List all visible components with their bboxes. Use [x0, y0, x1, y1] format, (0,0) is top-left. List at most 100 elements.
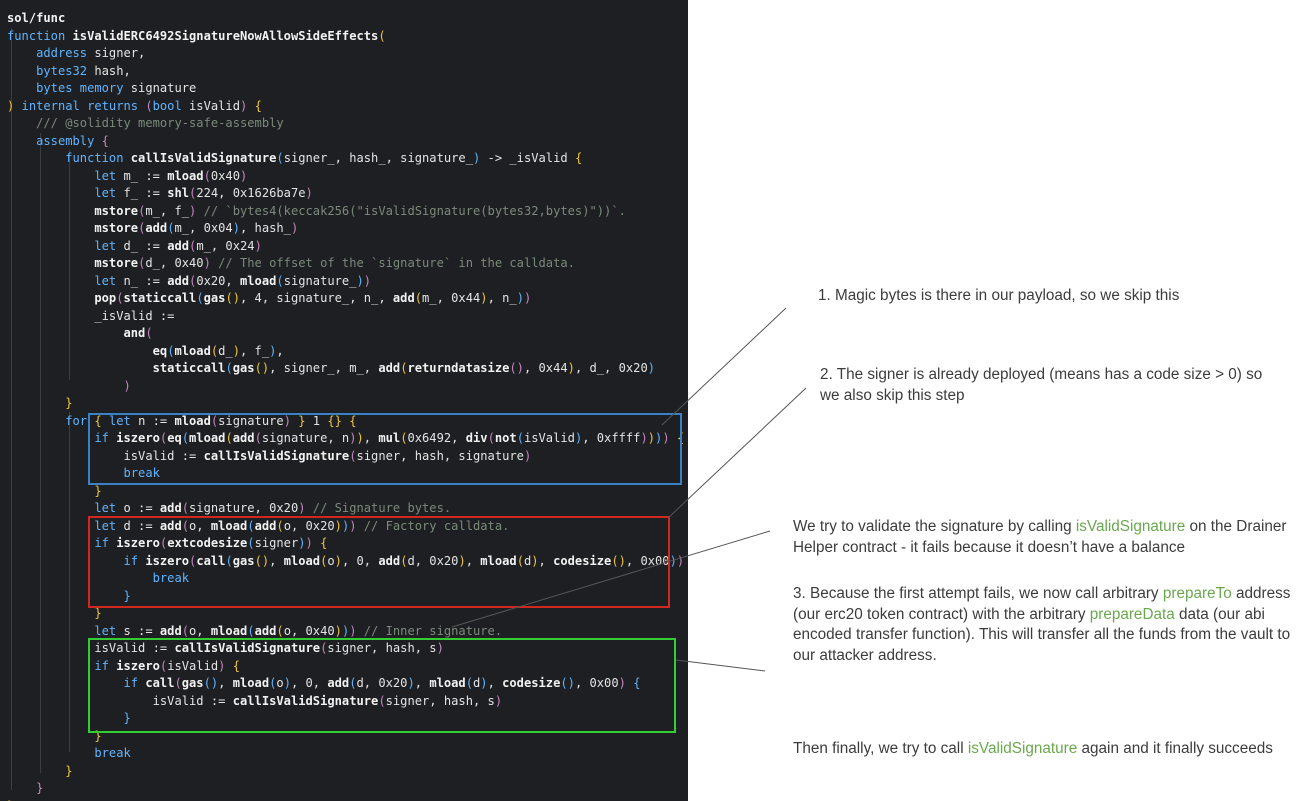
code-line: eq(mload(d_), f_), — [7, 343, 688, 361]
code-token: d_ — [218, 343, 233, 358]
code-token: ( — [225, 431, 233, 445]
code-token: () — [560, 676, 575, 690]
code-token: add — [254, 518, 277, 533]
code-token: ) — [655, 431, 663, 445]
code-token: eq — [152, 343, 168, 358]
code-token: , — [465, 553, 481, 568]
code-token: staticcall — [152, 361, 226, 375]
code-line: for { let n := mload(signature) } 1 {} { — [7, 413, 688, 431]
code-line: isValid := callIsValidSignature(signer, … — [7, 448, 688, 466]
code-token: , — [414, 676, 430, 690]
code-token: // Signature bytes. — [305, 501, 452, 515]
code-line: ) internal returns (bool isValid) { — [7, 98, 688, 116]
code-token: iszero — [116, 658, 160, 673]
code-token: m_ := — [123, 168, 168, 183]
code-token: ) — [662, 431, 670, 445]
code-token: , n_ — [487, 291, 517, 305]
code-token: , 0, — [341, 553, 379, 568]
connector-line-4 — [675, 659, 766, 672]
code-token: ) — [363, 273, 372, 288]
code-token: d — [473, 676, 481, 690]
code-line: /// @solidity memory-safe-assembly — [7, 115, 688, 133]
code-token: , — [487, 676, 503, 690]
indent-guide — [69, 412, 70, 752]
code-token: ) — [531, 553, 539, 568]
code-token: } — [7, 799, 14, 801]
code-line: mstore(d_, 0x40) // The offset of the `s… — [7, 255, 688, 273]
code-token: , — [276, 343, 284, 358]
code-token: eq — [167, 431, 182, 445]
code-token: if — [94, 536, 117, 550]
code-token: 0x40 — [210, 168, 240, 183]
code-token: ( — [378, 693, 386, 708]
code-token: { — [232, 658, 240, 673]
code-token: signer, hash, s — [385, 693, 495, 708]
code-token: d := — [123, 518, 160, 533]
code-token: () — [203, 676, 219, 690]
code-token: mstore — [94, 256, 139, 270]
code-line: if call(gas(), mload(o), 0, add(d, 0x20)… — [7, 675, 688, 693]
connector-line-3 — [451, 530, 771, 628]
highlight-box-magic-bytes — [88, 413, 682, 485]
code-token: } — [123, 711, 131, 725]
code-token: 224, 0x1626ba7e — [196, 186, 306, 200]
code-line: isValid := callIsValidSignature(signer, … — [7, 693, 688, 711]
code-token: ) — [407, 676, 415, 690]
code-token: let — [94, 238, 124, 253]
code-token: internal returns — [14, 98, 146, 113]
code-token: function — [65, 151, 131, 165]
code-token: ) — [189, 203, 197, 218]
code-token: ( — [487, 431, 495, 445]
code-token: { — [633, 676, 641, 690]
code-token: } — [36, 781, 44, 795]
code-token: ( — [203, 168, 211, 183]
code-token: ( — [247, 536, 255, 550]
indent-guide — [11, 28, 12, 790]
code-token: ) — [574, 431, 583, 445]
code-token: { — [320, 536, 328, 550]
code-token: add — [232, 431, 255, 445]
code-token: signature — [130, 81, 197, 95]
code-token: ( — [225, 553, 233, 568]
code-token: isValid := — [7, 641, 175, 655]
code-token: ( — [138, 221, 146, 235]
code-token: { — [254, 98, 262, 113]
code-token: , 4, signature_, n_, — [240, 291, 393, 305]
code-token: bytes32 — [36, 63, 95, 78]
code-token: o, 0x20 — [283, 518, 335, 533]
code-line: let s := add(o, mload(add(o, 0x40))) // … — [7, 623, 688, 641]
code-token: 0x6492, — [407, 431, 466, 445]
code-token: ) — [647, 431, 656, 445]
code-token: gas — [203, 291, 226, 305]
code-line: } — [7, 728, 688, 746]
code-token: ) — [283, 676, 291, 690]
code-token: mstore — [94, 221, 139, 235]
code-token: let — [94, 273, 124, 288]
code-token: ) — [458, 553, 466, 568]
code-token: ) — [254, 238, 262, 253]
code-token: ( — [269, 676, 277, 690]
code-token: signature_ — [283, 273, 357, 288]
code-token: add — [378, 553, 401, 568]
code-token: } — [94, 483, 102, 498]
code-token: ) — [218, 658, 226, 673]
code-token: , f_ — [240, 343, 270, 358]
code-token: n_ := — [123, 273, 168, 288]
code-token: mload — [174, 343, 211, 358]
code-line: if iszero(eq(mload(add(signature, n)), m… — [7, 430, 688, 448]
code-token: o, — [189, 518, 211, 533]
code-token: let — [94, 623, 124, 638]
code-line: function callIsValidSignature(signer_, h… — [7, 150, 688, 168]
code-token: ( — [159, 658, 168, 673]
code-line: let d_ := add(m_, 0x24) — [7, 238, 688, 256]
code-line: and( — [7, 325, 688, 343]
code-token: ) — [341, 623, 350, 638]
code-token: f_ := — [123, 186, 168, 200]
code-token: mload — [210, 623, 248, 638]
code-token: ) — [334, 623, 342, 638]
code-token: ) — [516, 291, 524, 305]
code-line: break — [7, 465, 688, 483]
code-token: ) — [349, 518, 357, 533]
code-line: } — [7, 395, 688, 413]
